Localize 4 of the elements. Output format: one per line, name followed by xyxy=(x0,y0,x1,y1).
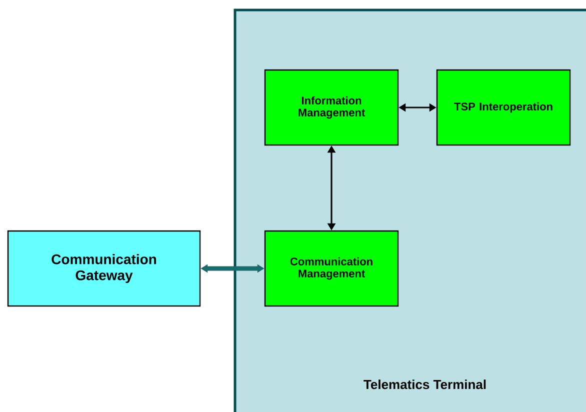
module-box: Information Management xyxy=(264,69,399,146)
gateway-box: Communication Gateway xyxy=(7,230,201,307)
module-box: TSP Interoperation xyxy=(436,69,571,146)
module-box: Communication Management xyxy=(264,230,399,307)
